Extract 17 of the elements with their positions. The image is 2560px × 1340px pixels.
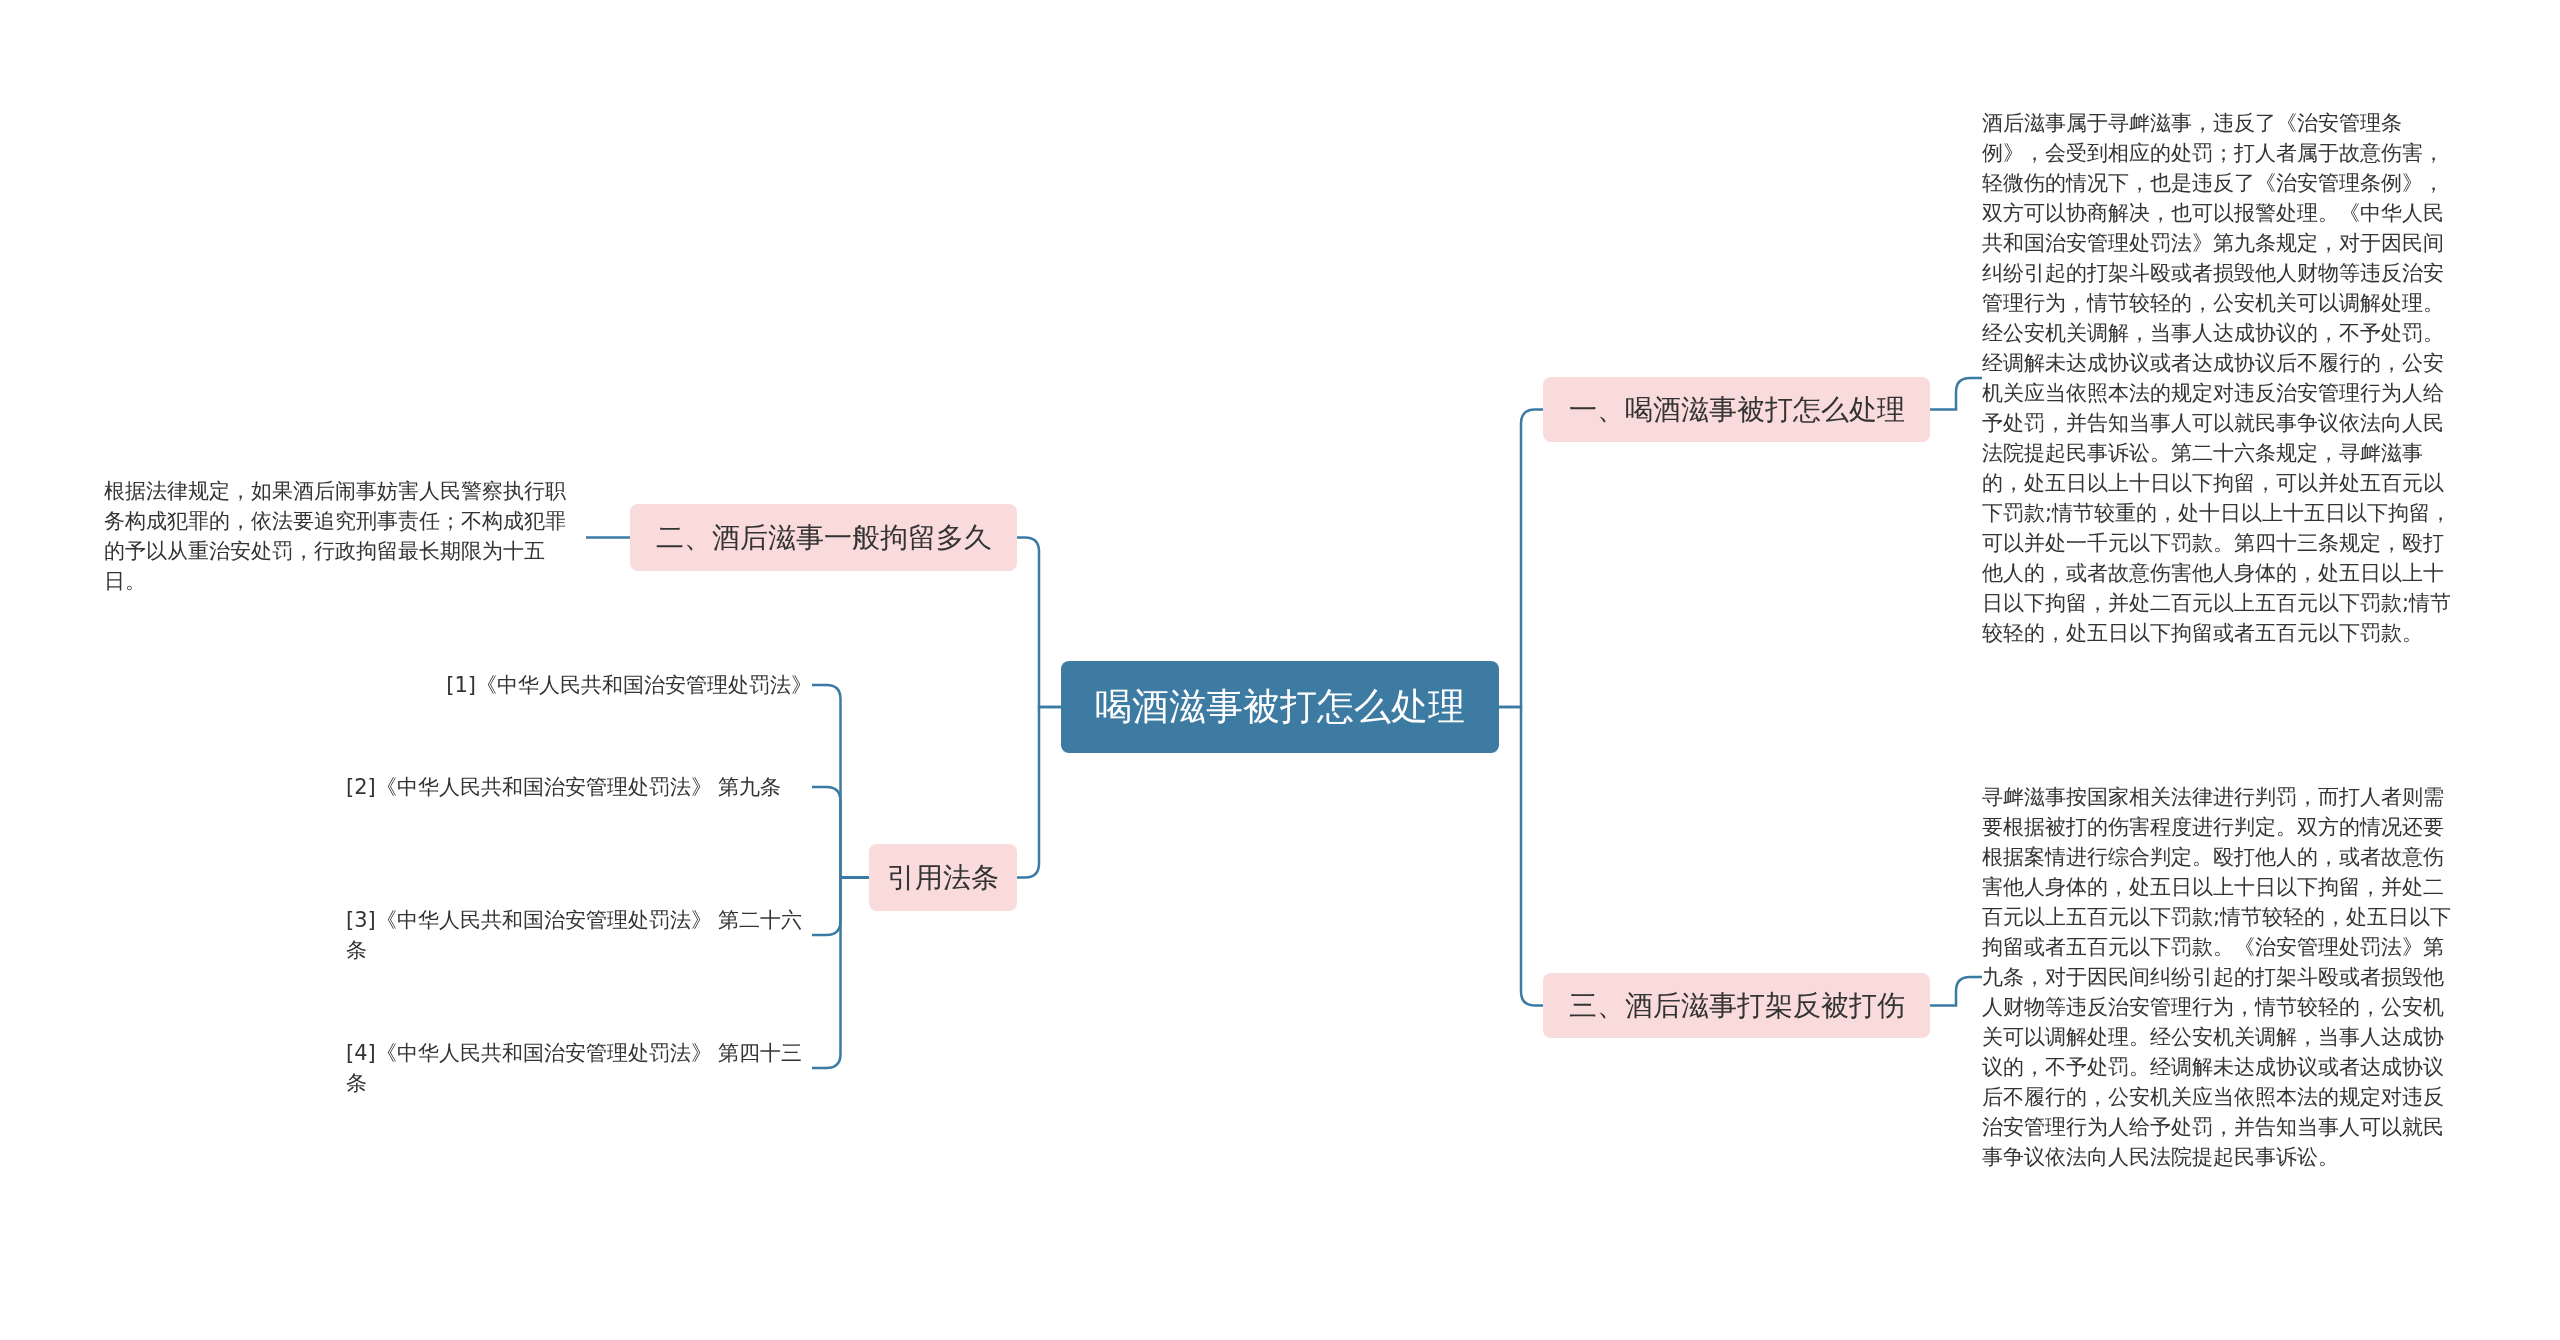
note-text: 酒后滋事属于寻衅滋事，违反了《治安管理条例》，会受到相应的处罚；打人者属于故意伤害，轻微伤的情况下，也是违反了《治安管理条例》，双方可以协商解决，也可以报警处理。《中华人民共和国治安管理处罚法》第九条规定，对于因民间纠纷引起的打架斗殴或者损毁他人财物等违反治安管理行为，情节较轻的，公安机关可以调解处理。经公安机关调解，当事人达成协议的，不予处罚。经调解未达成协议或者达成协议后不履行的，公安机关应当依照本法的规定对违反治安管理行为人给予处罚，并告知当事人可以就民事争议依法向人民法院提起民事诉讼。第二十六条规定，寻衅滋事的，处五日以上十日以下拘留，可以并处五百元以下罚款;情节较重的，处十日以上十五日以下拘留，可以并处一千元以下罚款。第四十三条规定，殴打他人的，或者故意伤害他人身体的，处五日以上十日以下拘留，并处二百元以上五百元以下罚款;情节较轻的，处五日以下拘留或者五百元以下罚款。 (1982, 108, 2464, 648)
note-text: [1]《中华人民共和国治安管理处罚法》 (400, 670, 812, 700)
note-text: [2]《中华人民共和国治安管理处罚法》 第九条 (346, 772, 812, 802)
connector-line (1930, 376, 1982, 411)
connector-line (1499, 705, 1543, 1007)
branch-topic: 一、喝酒滋事被打怎么处理 (1543, 377, 1930, 442)
branch-topic: 二、酒后滋事一般拘留多久 (630, 504, 1017, 571)
branch-topic: 三、酒后滋事打架反被打伤 (1543, 973, 1930, 1038)
note-text: [4]《中华人民共和国治安管理处罚法》 第四十三条 (346, 1038, 812, 1098)
note-text: 寻衅滋事按国家相关法律进行判罚，而打人者则需要根据被打的伤害程度进行判定。双方的情况还要根据案情进行综合判定。殴打他人的，或者故意伤害他人身体的，处五日以上十日以下拘留，并处二百元以上五百元以下罚款;情节较轻的，处五日以下拘留或者五百元以下罚款。《治安管理处罚法》第九条，对于因民间纠纷引起的打架斗殴或者损毁他人财物等违反治安管理行为，情节较轻的，公安机关可以调解处理。经公安机关调解，当事人达成协议的，不予处罚。经调解未达成协议或者达成协议后不履行的，公安机关应当依照本法的规定对违反治安管理行为人给予处罚，并告知当事人可以就民事争议依法向人民法院提起民事诉讼。 (1982, 782, 2464, 1172)
note-text: [3]《中华人民共和国治安管理处罚法》 第二十六条 (346, 905, 812, 965)
note-text: 根据法律规定，如果酒后闹事妨害人民警察执行职务构成犯罪的，依法要追究刑事责任；不构成犯罪的予以从重治安处罚，行政拘留最长期限为十五日。 (104, 476, 586, 596)
branch-topic: 引用法条 (869, 844, 1017, 911)
connector-line (1930, 975, 1982, 1007)
connector-line (586, 536, 630, 539)
connector-line (1017, 705, 1061, 879)
central-topic: 喝酒滋事被打怎么处理 (1061, 661, 1499, 753)
